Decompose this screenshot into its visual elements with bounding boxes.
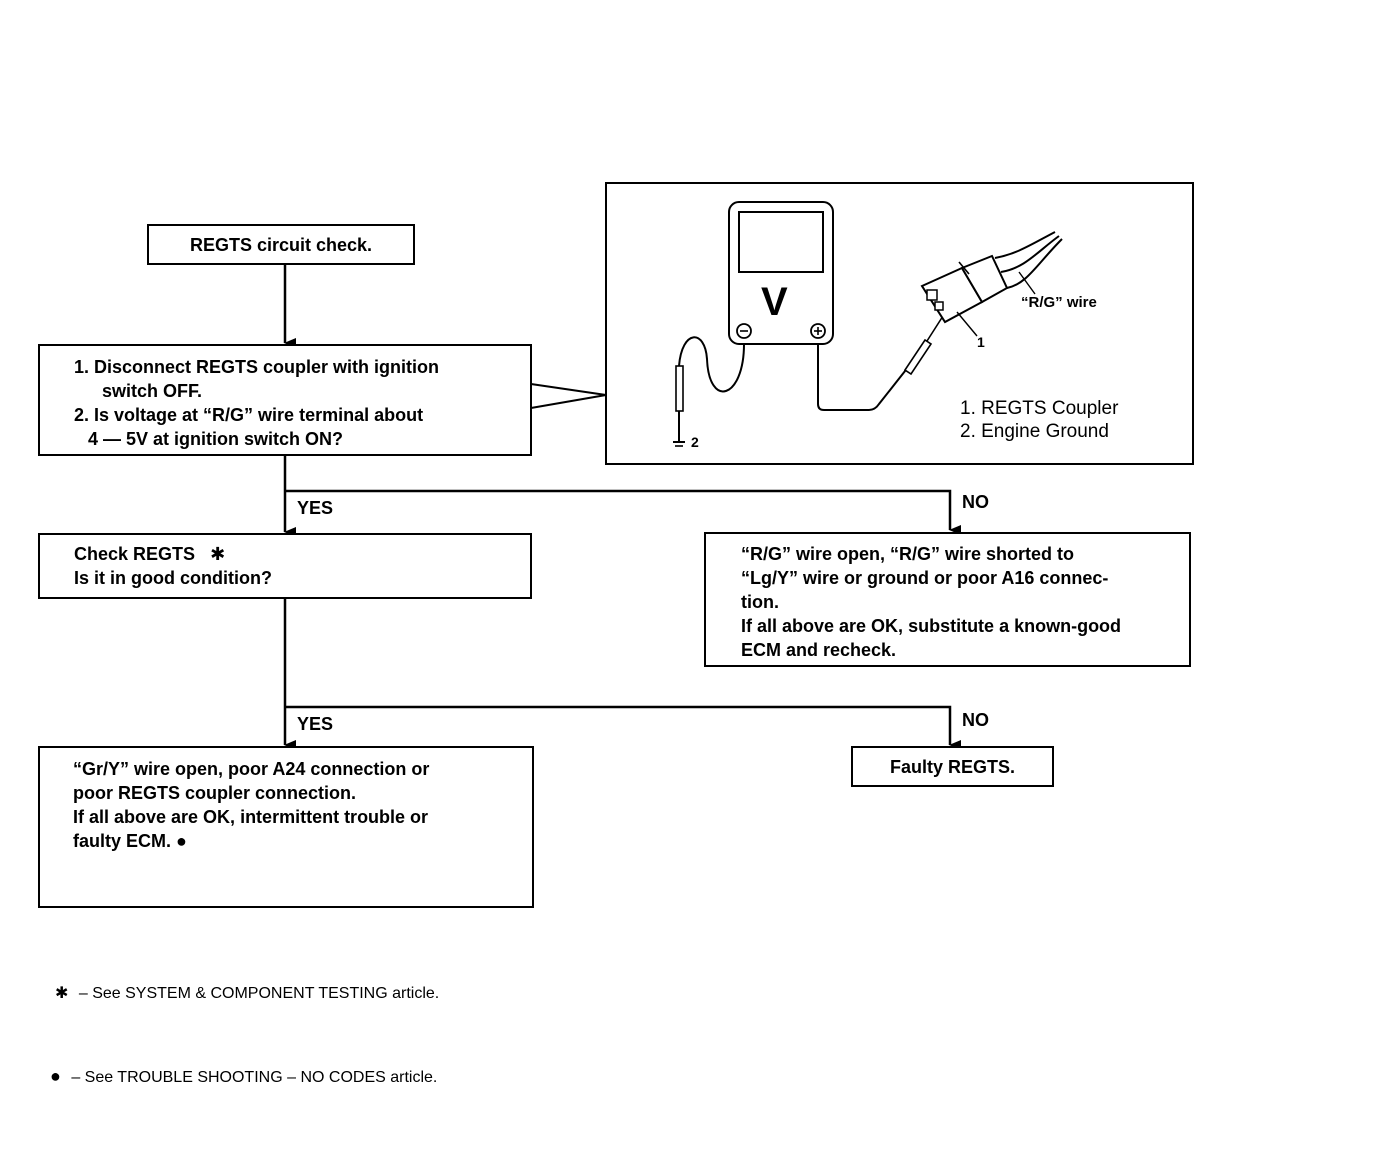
check-line2: Is it in good condition? — [74, 568, 272, 588]
star-note-text: – See SYSTEM & COMPONENT TESTING article… — [78, 985, 440, 1002]
yes-label-2: YES — [297, 714, 334, 734]
no1-line1: “R/G” wire open, “R/G” wire shorted to — [741, 544, 1075, 564]
meter-letter: V — [761, 280, 788, 324]
negative-lead — [678, 336, 745, 393]
no2-box: Faulty REGTS. — [851, 746, 1054, 787]
step1-line4: 4 — 5V at ignition switch ON? — [88, 429, 344, 449]
no1-line4: If all above are OK, substitute a known-… — [741, 616, 1122, 636]
callout-wedge — [530, 383, 607, 409]
star-note: ✱ – See SYSTEM & COMPONENT TESTING artic… — [55, 983, 439, 1003]
coupler-icon — [920, 231, 1063, 337]
check-box: Check REGTS ✱ Is it in good condition? — [38, 533, 532, 599]
dot-note-text: – See TROUBLE SHOOTING – NO CODES articl… — [71, 1069, 438, 1086]
callout-1: 1 — [977, 334, 985, 350]
step1-line3: 2. Is voltage at “R/G” wire terminal abo… — [74, 405, 424, 425]
no1-box: “R/G” wire open, “R/G” wire shorted to “… — [704, 532, 1191, 667]
yes2-line2: poor REGTS coupler connection. — [73, 783, 357, 803]
dot-note: ● – See TROUBLE SHOOTING – NO CODES arti… — [50, 1066, 437, 1087]
step1-box: 1. Disconnect REGTS coupler with ignitio… — [38, 344, 532, 456]
yes2-box: “Gr/Y” wire open, poor A24 connection or… — [38, 746, 534, 908]
no-label-2: NO — [962, 710, 989, 730]
start-box: REGTS circuit check. — [147, 224, 415, 265]
start-box-text: REGTS circuit check. — [189, 234, 373, 255]
arrow-check-no — [285, 705, 961, 750]
yes2-line3: If all above are OK, intermittent troubl… — [73, 807, 429, 827]
asterisk-icon: ✱ — [55, 985, 69, 1002]
step1-line1: 1. Disconnect REGTS coupler with ignitio… — [74, 357, 440, 377]
asterisk-icon: ✱ — [210, 544, 226, 564]
legend-1: 1. REGTS Coupler — [960, 398, 1119, 419]
voltmeter-illustration — [673, 201, 1063, 447]
legend-2: 2. Engine Ground — [960, 421, 1109, 442]
illustration-panel: V “R/G” wire 1 2 1. REGTS Coupler 2. Eng… — [605, 182, 1194, 465]
positive-lead — [817, 344, 910, 411]
no1-line3: tion. — [741, 592, 779, 612]
no-label-1: NO — [962, 492, 989, 512]
dot-icon: ● — [50, 1066, 61, 1086]
no1-line5: ECM and recheck. — [741, 640, 897, 660]
step1-line2: switch OFF. — [102, 381, 203, 401]
yes2-line1: “Gr/Y” wire open, poor A24 connection or — [73, 759, 430, 779]
positive-probe — [903, 338, 933, 376]
dot-icon: ● — [176, 831, 187, 851]
no1-line2: “Lg/Y” wire or ground or poor A16 connec… — [741, 568, 1109, 588]
callout-2: 2 — [691, 434, 699, 450]
ground-probe — [675, 365, 684, 412]
no2-text: Faulty REGTS. — [889, 756, 1015, 777]
voltmeter-display — [738, 211, 824, 273]
yes-label-1: YES — [297, 498, 334, 518]
wire-label: “R/G” wire — [1021, 294, 1097, 311]
check-line1: Check REGTS ✱ — [74, 544, 226, 564]
arrow-step1-no — [285, 489, 961, 535]
yes2-line4: faulty ECM. ● — [73, 831, 187, 851]
